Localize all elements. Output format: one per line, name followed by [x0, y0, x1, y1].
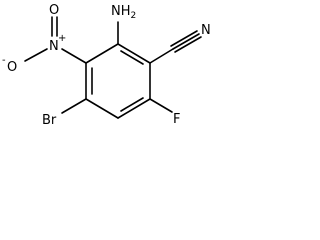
- ring-bond-c1-c2: [117, 43, 151, 64]
- ring-bond-c6-c1: [85, 43, 119, 64]
- nitro-group: [24, 16, 87, 64]
- nitro-plus-charge: +: [58, 33, 66, 44]
- nitrile-n-label: N: [201, 23, 211, 38]
- nitro-single-bond: [24, 48, 48, 62]
- chemical-structure-diagram: NH2 N F Br N + O O -: [2, 3, 211, 128]
- bond-c2-nitrile-c: [149, 48, 174, 64]
- bond-c3-fluoro: [149, 98, 173, 113]
- ring-inner-double-c1-c2: [120, 50, 144, 65]
- nitrile-triple-2: [170, 30, 198, 47]
- nitro-minus-charge: -: [2, 55, 6, 66]
- benzene-ring: [85, 43, 151, 119]
- bromo-label: Br: [42, 113, 57, 128]
- amino-label: NH2: [111, 4, 136, 21]
- fluoro-label: F: [173, 112, 180, 127]
- nitro-n-label: N: [49, 39, 59, 54]
- ring-inner-double-c3-c4: [120, 97, 144, 112]
- bond-c5-bromo: [61, 98, 87, 114]
- nitro-o-left-label: O: [7, 60, 17, 75]
- nitro-o-top-label: O: [49, 3, 59, 18]
- nitrile-group: [149, 30, 202, 64]
- nitrile-triple-1: [172, 33, 200, 50]
- nitrile-triple-3: [174, 36, 202, 53]
- ring-bond-c3-c4: [117, 98, 151, 119]
- ring-bond-c4-c5: [85, 98, 119, 119]
- bond-c6-nitro-n: [61, 48, 87, 64]
